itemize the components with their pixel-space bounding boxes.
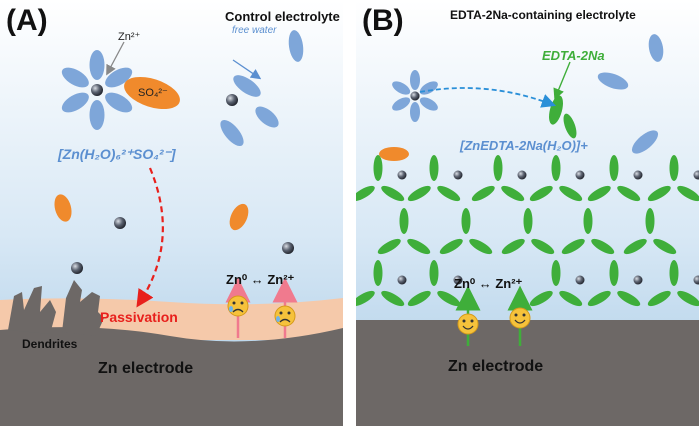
panel-b-letter: (B) xyxy=(362,4,404,37)
happy-face-icon xyxy=(509,307,531,329)
zn-ion xyxy=(693,275,699,285)
water-petal xyxy=(419,97,438,111)
sulfate-ion xyxy=(124,76,180,110)
reaction-label: Zn⁰ ↔ Zn²⁺ xyxy=(454,276,523,291)
zn-ion xyxy=(693,170,699,180)
zn-ion-label: Zn²⁺ xyxy=(118,31,141,43)
free-water-pointer xyxy=(232,59,262,80)
edta-node xyxy=(561,208,615,255)
panel-b: (B) EDTA-2Na-containing electrolyte EDTA… xyxy=(356,0,699,426)
free-water-molecules xyxy=(597,34,664,154)
zn-ion xyxy=(453,170,463,180)
edta-pointer xyxy=(553,61,571,100)
edta-node xyxy=(471,155,527,202)
electrode-label: Zn electrode xyxy=(448,358,544,375)
zn-electrode xyxy=(0,327,343,426)
water-petal xyxy=(410,70,420,90)
reaction-label: Zn⁰ ↔ Zn²⁺ xyxy=(226,272,295,287)
zn-ions xyxy=(71,94,294,274)
water-petal xyxy=(89,100,105,130)
edta-network xyxy=(356,155,699,307)
edta-node xyxy=(587,260,643,307)
sad-face-icon xyxy=(274,305,296,327)
free-water-label: free water xyxy=(232,25,277,36)
water-petal xyxy=(105,67,133,88)
free-water-molecules xyxy=(220,30,304,147)
water-petal xyxy=(392,97,411,111)
edta-node xyxy=(647,260,699,307)
passivation-arrow xyxy=(136,167,164,308)
loose-sulfate-ions xyxy=(54,194,249,231)
sad-face-icon xyxy=(227,295,249,317)
edta-node xyxy=(356,260,407,307)
zn-ion xyxy=(517,170,527,180)
edta-node xyxy=(647,155,699,202)
edta-node xyxy=(439,208,493,255)
complex-label: [Zn(H₂O)₆²⁺SO₄²⁻] xyxy=(58,146,176,162)
zn-ion xyxy=(453,275,463,285)
zn-ion xyxy=(633,170,643,180)
electrode-label: Zn electrode xyxy=(98,360,194,377)
zn-ion xyxy=(397,170,407,180)
edta-node xyxy=(623,208,677,255)
panel-b-illustration xyxy=(356,0,699,426)
edta-node xyxy=(501,208,555,255)
zn-ion xyxy=(633,275,643,285)
panel-b-title: EDTA-2Na-containing electrolyte xyxy=(450,8,636,22)
panel-a-letter: (A) xyxy=(6,4,48,37)
edta-node xyxy=(529,260,585,307)
happy-face-icon xyxy=(457,313,479,335)
zn-ion xyxy=(91,84,103,96)
edta-node xyxy=(587,155,643,202)
zn-ion-pointer xyxy=(106,41,125,76)
zn-ion xyxy=(575,170,585,180)
dendrites xyxy=(8,280,104,336)
zn-ion xyxy=(397,275,407,285)
water-petal xyxy=(61,67,89,88)
complex-label: [ZnEDTA-2Na(H₂O)]+ xyxy=(460,138,588,153)
water-petal xyxy=(89,50,105,80)
dendrites-label: Dendrites xyxy=(22,337,78,351)
edta-node xyxy=(529,155,585,202)
panel-a: (A) Control electrolyte free water Zn²⁺ … xyxy=(0,0,343,426)
edta-node xyxy=(407,260,463,307)
hydrated-zn-complex xyxy=(61,50,133,130)
panel-a-title: Control electrolyte xyxy=(225,9,340,24)
water-petal xyxy=(410,102,420,122)
edta-node xyxy=(356,155,407,202)
passivation-label: Passivation xyxy=(100,309,178,325)
water-petal xyxy=(392,81,411,95)
zn-ion xyxy=(410,91,420,101)
edta-label: EDTA-2Na xyxy=(542,48,605,63)
edta-node xyxy=(377,208,431,255)
sulfate-label: SO₄²⁻ xyxy=(138,87,168,99)
water-petal xyxy=(61,92,89,113)
zn-electrode xyxy=(356,320,699,426)
zn-ion xyxy=(575,275,585,285)
water-petal xyxy=(105,92,133,113)
complexation-arrow xyxy=(419,87,557,108)
edta-node xyxy=(407,155,463,202)
sulfate-ion xyxy=(379,147,409,161)
panel-a-illustration xyxy=(0,0,343,426)
